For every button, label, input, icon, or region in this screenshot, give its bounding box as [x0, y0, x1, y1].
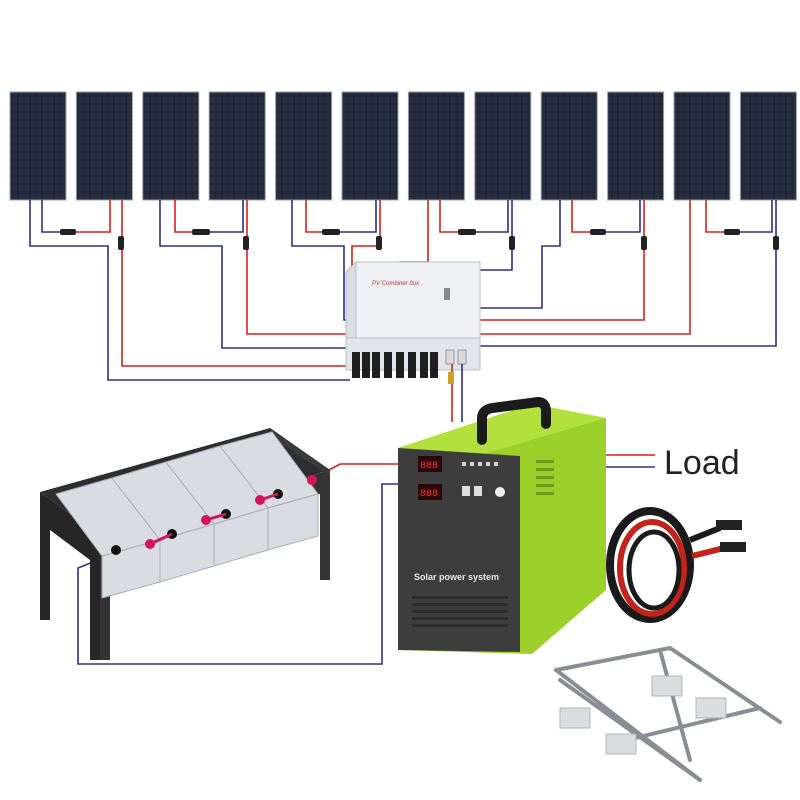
solar-panel [673, 91, 731, 201]
mc4-connector-2 [720, 542, 746, 552]
solar-panel [142, 91, 200, 201]
solar-power-system-unit: 888 888 Solar power system [398, 396, 606, 654]
solar-panel [407, 91, 465, 201]
wire-connectors [60, 229, 779, 250]
usb-port-2 [474, 486, 482, 496]
solar-panel [75, 91, 133, 201]
combiner-box-label: PV Combiner box [372, 281, 420, 287]
solar-panel [540, 91, 598, 201]
solar-panel [275, 91, 333, 201]
carry-handle [477, 396, 551, 445]
svg-text:888: 888 [420, 461, 438, 472]
solar-panel [9, 91, 67, 201]
solar-panel [739, 91, 797, 201]
solar-panel [474, 91, 532, 201]
battery-wire-negative [77, 483, 402, 665]
ballast-blocks [559, 675, 727, 755]
usb-port [462, 486, 470, 496]
solar-panel [208, 91, 266, 201]
battery-bank [40, 428, 330, 660]
combiner-lock-icon [444, 288, 450, 300]
power-button [495, 487, 505, 497]
unit-label: Solar power system [414, 572, 499, 582]
solar-panel-array [9, 91, 797, 201]
svg-text:888: 888 [420, 489, 438, 500]
display-top [418, 456, 442, 472]
pv-combiner-box: PV Combiner box [345, 260, 481, 378]
cable-coil [606, 507, 746, 623]
solar-panel [607, 91, 665, 201]
mc4-connector [716, 520, 742, 530]
battery-wire-positive [317, 463, 402, 477]
solar-panel [341, 91, 399, 201]
load-label: Load [664, 444, 740, 482]
display-bottom [418, 484, 442, 500]
